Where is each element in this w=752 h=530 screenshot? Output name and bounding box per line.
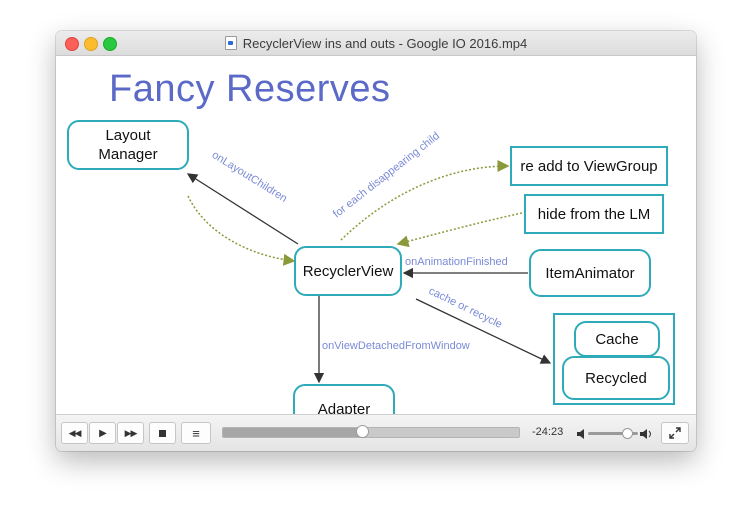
add-viewgroup-node: re add to ViewGroup: [510, 146, 668, 186]
fast-forward-icon: ▶▶: [124, 427, 138, 438]
adapter-label: Adapter: [317, 400, 371, 415]
arrow-hide-lm-to-rv: [396, 212, 523, 248]
seek-bar[interactable]: [222, 425, 520, 438]
close-window-button[interactable]: [65, 37, 79, 51]
video-file-icon: [224, 36, 237, 50]
hide-lm-label: hide from the LM: [537, 205, 651, 223]
fullscreen-button[interactable]: [661, 422, 689, 444]
itemanimator-node: ItemAnimator: [529, 249, 651, 297]
stop-button[interactable]: [149, 422, 176, 444]
rewind-icon: ◀◀: [68, 427, 82, 438]
recycled-node: Recycled: [562, 356, 670, 400]
window-title: RecyclerView ins and outs - Google IO 20…: [242, 35, 528, 51]
playlist-button[interactable]: ≡: [181, 422, 211, 444]
diagram-arrows: [186, 160, 552, 384]
window-title-area: RecyclerView ins and outs - Google IO 20…: [56, 31, 696, 55]
fast-forward-button[interactable]: ▶▶: [117, 422, 144, 444]
arrow-layout-manager-to-rv: [187, 195, 296, 266]
playlist-icon: ≡: [192, 425, 200, 441]
volume-low-icon[interactable]: [577, 429, 586, 439]
arrow-rv-to-cache: [415, 298, 552, 364]
seek-progress-fill: [223, 428, 363, 437]
recyclerview-node: RecyclerView: [294, 246, 402, 296]
arrow-rv-to-add-viewgroup: [340, 160, 510, 241]
slide-title: Fancy Reserves: [109, 68, 391, 110]
play-button[interactable]: ▶: [89, 422, 116, 444]
fullscreen-icon: [669, 427, 681, 439]
title-bar[interactable]: RecyclerView ins and outs - Google IO 20…: [56, 31, 696, 56]
cache-node: Cache: [574, 321, 660, 357]
adapter-node: Adapter: [293, 384, 395, 414]
itemanimator-label: ItemAnimator: [545, 264, 635, 282]
video-frame[interactable]: Fancy Reserves Layout Manager: [56, 56, 696, 414]
time-remaining: -24:23: [532, 426, 564, 438]
stop-icon: [159, 429, 166, 437]
player-window: RecyclerView ins and outs - Google IO 20…: [56, 31, 696, 451]
hide-lm-node: hide from the LM: [524, 194, 664, 234]
rewind-button[interactable]: ◀◀: [61, 422, 88, 444]
recycled-label: Recycled: [585, 369, 647, 387]
cache-label: Cache: [595, 330, 639, 348]
recyclerview-label: RecyclerView: [302, 262, 394, 280]
on-view-detached-label: onViewDetachedFromWindow: [322, 340, 470, 352]
zoom-window-button[interactable]: [103, 37, 117, 51]
player-controls: ◀◀ ▶ ▶▶ ≡ -24:23: [56, 414, 696, 451]
minimize-window-button[interactable]: [84, 37, 98, 51]
layout-manager-line-2: Manager: [98, 146, 158, 163]
volume-handle[interactable]: [622, 428, 633, 439]
layout-manager-node: Layout Manager: [67, 120, 189, 170]
on-animation-finished-label: onAnimationFinished: [405, 256, 508, 268]
add-viewgroup-label: re add to ViewGroup: [520, 157, 658, 175]
volume-slider[interactable]: [588, 428, 638, 439]
play-icon: ▶: [99, 427, 107, 439]
layout-manager-line-1: Layout: [105, 127, 151, 144]
arrow-rv-to-layout-manager: [186, 173, 299, 245]
volume-high-icon[interactable]: [640, 429, 653, 439]
seek-handle[interactable]: [356, 425, 370, 438]
